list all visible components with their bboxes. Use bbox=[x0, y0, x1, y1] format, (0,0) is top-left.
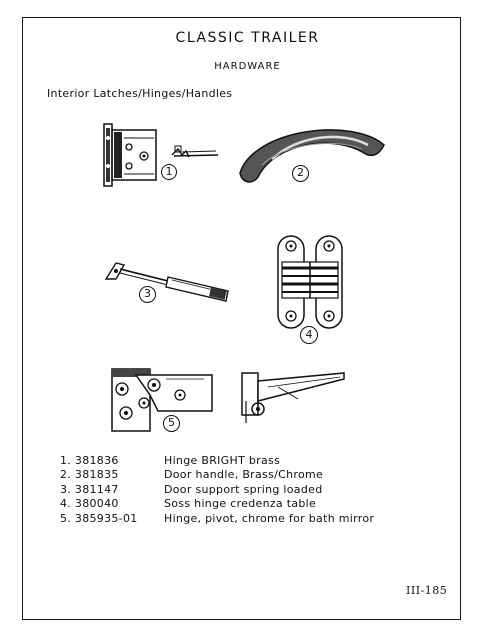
callout-1: 1 bbox=[161, 164, 177, 180]
callout-5: 5 bbox=[163, 415, 180, 432]
door-handle-icon bbox=[239, 129, 385, 183]
parts-list-item: 1. 381836 Hinge BRIGHT brass bbox=[60, 454, 374, 468]
callout-2: 2 bbox=[292, 165, 309, 182]
soss-hinge-icon bbox=[277, 235, 343, 329]
parts-list-item: 3. 381147 Door support spring loaded bbox=[60, 483, 374, 497]
callout-4: 4 bbox=[300, 326, 318, 344]
part-description: Hinge, pivot, chrome for bath mirror bbox=[164, 511, 375, 525]
figure-5: 5 bbox=[108, 365, 348, 435]
part-number: 3. 381147 bbox=[60, 482, 119, 496]
parts-list-item: 4. 380040 Soss hinge credenza table bbox=[60, 497, 374, 511]
figure-4: 4 bbox=[272, 232, 352, 344]
part-number: 2. 381835 bbox=[60, 468, 119, 482]
part-description: Soss hinge credenza table bbox=[164, 497, 317, 511]
parts-list-item: 5. 385935-01 Hinge, pivot, chrome for ba… bbox=[60, 512, 374, 526]
door-support-icon bbox=[104, 262, 229, 302]
part-number: 4. 380040 bbox=[60, 497, 119, 511]
callout-3: 3 bbox=[139, 286, 156, 303]
page-border bbox=[22, 17, 461, 620]
parts-list: 1. 381836 Hinge BRIGHT brass 2. 381835 D… bbox=[60, 454, 374, 526]
figure-1: 1 bbox=[100, 118, 225, 193]
part-description: Hinge BRIGHT brass bbox=[164, 454, 281, 467]
part-number: 5. 385935-01 bbox=[60, 511, 138, 525]
page-number: III-185 bbox=[406, 584, 448, 597]
figure-2: 2 bbox=[232, 115, 392, 195]
cabinet-hinge-icon bbox=[103, 123, 219, 187]
pivot-hinge-icon bbox=[111, 368, 345, 432]
page-subtitle: HARDWARE bbox=[214, 61, 281, 72]
figure-3: 3 bbox=[102, 255, 237, 305]
page-title: CLASSIC TRAILER bbox=[175, 30, 320, 46]
part-description: Door support spring loaded bbox=[164, 482, 323, 496]
parts-list-item: 2. 381835 Door handle, Brass/Chrome bbox=[60, 468, 374, 482]
part-description: Door handle, Brass/Chrome bbox=[164, 468, 324, 482]
section-heading: Interior Latches/Hinges/Handles bbox=[47, 87, 233, 100]
part-number: 1. 381836 bbox=[60, 454, 119, 467]
